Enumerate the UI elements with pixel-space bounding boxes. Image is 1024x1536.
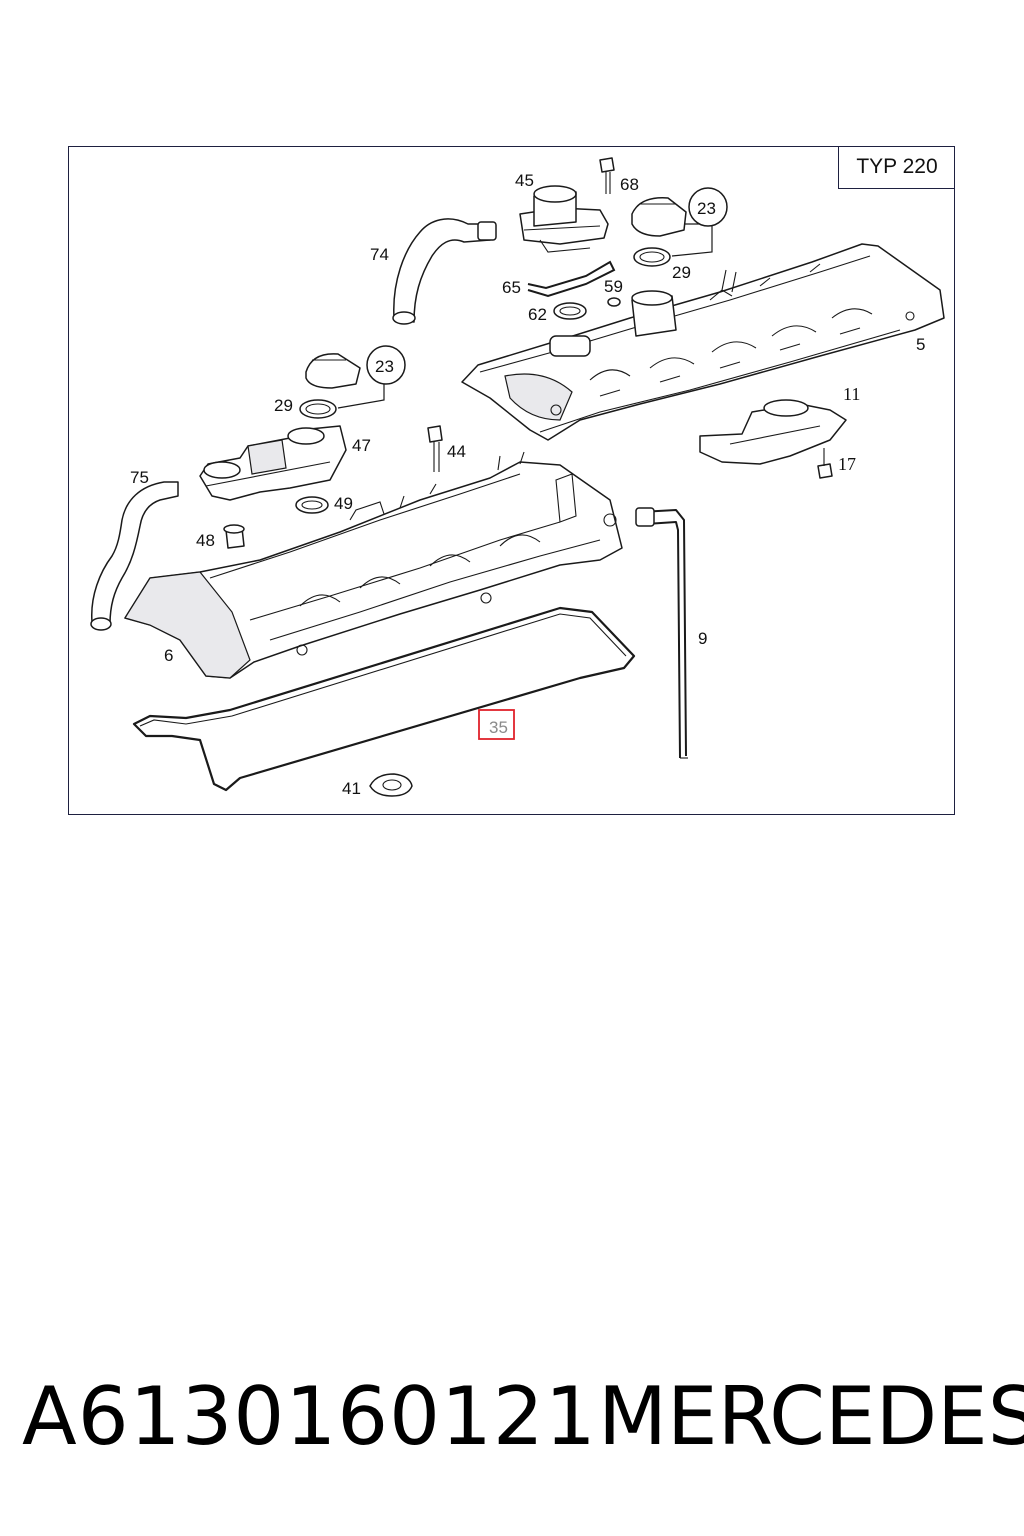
oil-separator-part-47: [199, 425, 347, 501]
oil-separator-part-45: [519, 185, 609, 253]
hose-part-75: [90, 481, 179, 631]
valve-cover-right: [461, 243, 945, 441]
callout-6: 6: [164, 646, 173, 665]
callout-68: 68: [620, 175, 639, 194]
bolt-part-44: [427, 425, 443, 472]
callout-23-lower: 23: [375, 357, 394, 376]
callout-11: 11: [843, 384, 860, 404]
callout-44: 44: [447, 442, 466, 461]
highlight-box-35: [478, 709, 515, 740]
callout-62: 62: [528, 305, 547, 324]
gasket-part-41: [369, 773, 413, 797]
callout-17: 17: [838, 454, 856, 474]
footer: A6130160121 MERCEDES: [0, 1370, 1024, 1470]
clip-part-65: [527, 260, 616, 298]
bracket-part-11: [699, 399, 847, 465]
type-label-box: TYP 220: [838, 146, 955, 189]
callout-5: 5: [916, 335, 925, 354]
brand-name: MERCEDES: [598, 1370, 1024, 1463]
seal-ring-59: [607, 297, 621, 307]
callout-59: 59: [604, 277, 623, 296]
callout-48: 48: [196, 531, 215, 550]
callout-29-upper: 29: [672, 263, 691, 282]
callout-74: 74: [370, 245, 389, 264]
callout-45: 45: [515, 171, 534, 190]
breather-tube-part-9: [635, 507, 688, 759]
valve-cover-left: [124, 451, 623, 679]
callout-75: 75: [130, 468, 149, 487]
callout-circle-23-upper: [688, 187, 728, 227]
type-label: TYP 220: [856, 155, 938, 178]
gasket-part-35: [132, 606, 636, 792]
bolt-part-68: [599, 157, 615, 194]
callout-65: 65: [502, 278, 521, 297]
callout-9: 9: [698, 629, 707, 648]
hose-part-74: [392, 218, 497, 325]
part-number: A6130160121: [22, 1370, 597, 1463]
callout-47: 47: [352, 436, 371, 455]
cap-part-23-upper: [631, 197, 687, 237]
callout-41: 41: [342, 779, 361, 798]
callout-35: 35: [489, 718, 508, 737]
cap-part-23-lower: [305, 353, 361, 389]
plug-part-48: [223, 524, 245, 549]
seal-ring-62: [553, 302, 587, 320]
exploded-parts-diagram: 45 68 23 29 74 65 59 62 5 23 29 47 44 11…: [90, 157, 945, 798]
seal-ring-29-lower: [299, 399, 337, 419]
seal-ring-29-upper: [633, 247, 671, 267]
callout-circle-23-lower: [366, 345, 406, 385]
seal-ring-49: [295, 496, 329, 514]
diagram-frame: [68, 146, 955, 815]
callout-29-lower: 29: [274, 396, 293, 415]
bolt-part-17: [817, 448, 833, 479]
callout-49: 49: [334, 494, 353, 513]
callout-23-upper: 23: [697, 199, 716, 218]
